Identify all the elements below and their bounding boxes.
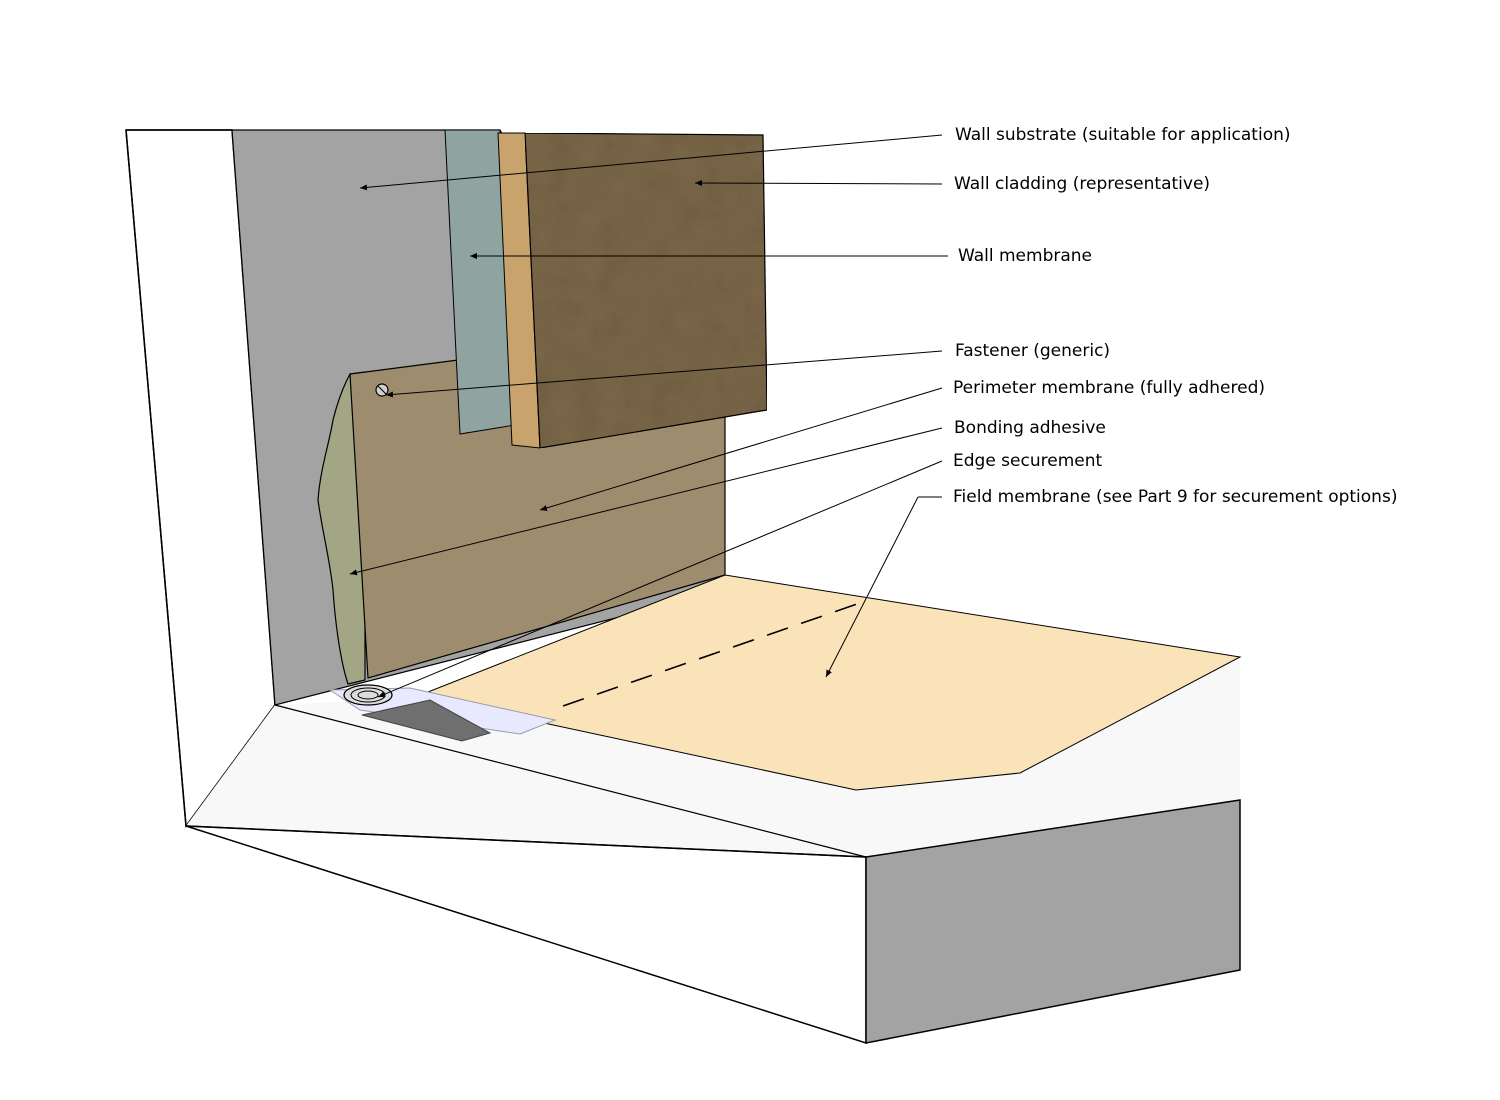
deck-front-face (185, 825, 867, 1045)
wall-cladding (524, 132, 768, 449)
edge-securement-fastener-icon (343, 684, 393, 706)
leader-field-membrane-diag (825, 496, 919, 678)
leader-wall-substrate (359, 134, 943, 191)
leader-edge-securement (377, 460, 943, 698)
edge-securement-plate (361, 699, 492, 742)
deck-top-edge (274, 704, 867, 858)
leader-fastener (385, 350, 943, 398)
callout-wall-substrate: Wall substrate (suitable for application… (955, 125, 1291, 145)
callout-wall-cladding: Wall cladding (representative) (954, 174, 1211, 194)
leader-perimeter-membrane (539, 387, 943, 511)
callout-bonding-adhesive: Bonding adhesive (954, 418, 1106, 438)
perimeter-membrane (349, 359, 726, 679)
leader-bonding-adhesive (349, 427, 943, 576)
callout-perimeter-membrane: Perimeter membrane (fully adhered) (953, 378, 1266, 398)
callout-field-membrane: Field membrane (see Part 9 for securemen… (953, 487, 1398, 507)
callout-wall-membrane: Wall membrane (958, 246, 1092, 266)
fastener-icon (375, 383, 389, 397)
deck-front-edge (185, 825, 867, 858)
callout-fastener: Fastener (generic) (955, 341, 1111, 361)
callout-edge-securement: Edge securement (953, 451, 1103, 471)
leader-wall-cladding (694, 180, 943, 187)
deck-outer-left-edge (125, 129, 187, 827)
field-membrane-seam (562, 602, 861, 707)
leader-lines (349, 134, 948, 698)
bonding-adhesive (317, 371, 366, 685)
deck-side-face (865, 799, 1241, 1044)
